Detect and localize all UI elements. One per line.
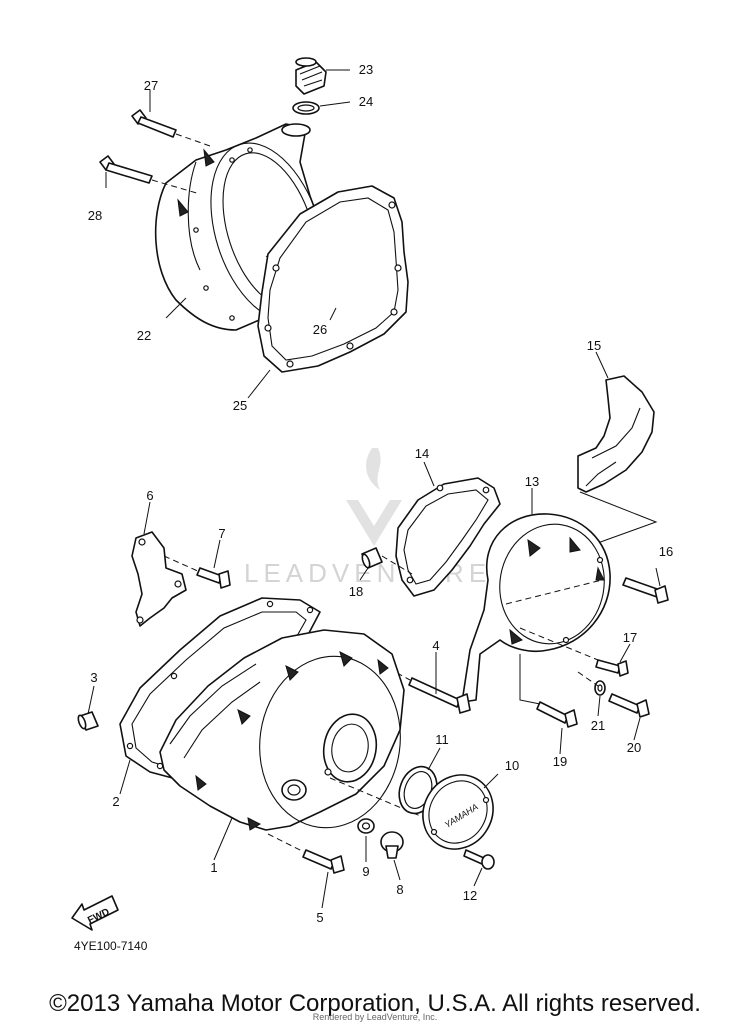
part-13-cover [461, 513, 611, 703]
callout-7: 7 [218, 526, 225, 541]
callout-18: 18 [349, 584, 363, 599]
copyright-notice: ©2013 Yamaha Motor Corporation, U.S.A. A… [49, 990, 701, 1017]
part-9-washer-hole [361, 822, 371, 830]
callout-27: 27 [144, 78, 158, 93]
callout-28: 28 [88, 208, 102, 223]
callout-4: 4 [432, 638, 439, 653]
part-20-bolt [608, 693, 650, 718]
part-24-o-ring-inner [297, 104, 315, 112]
part-25-gasket [257, 185, 409, 373]
part-15-cover [577, 375, 655, 493]
callout-24: 24 [359, 94, 373, 109]
callout-9: 9 [362, 864, 369, 879]
part-17-alignment-line [519, 627, 599, 661]
part-12-screw [463, 849, 495, 870]
callout-13: 13 [525, 474, 539, 489]
part-14-gasket [395, 477, 501, 597]
part-19-alignment-line [519, 654, 541, 705]
part-8-plug [380, 831, 404, 859]
callout-15: 15 [587, 338, 601, 353]
callout-17: 17 [623, 630, 637, 645]
callout-2: 2 [112, 794, 119, 809]
part-5-bolt [302, 849, 345, 874]
part-27-alignment-line [175, 133, 211, 147]
forward-direction-arrow-icon: FWD [71, 895, 119, 931]
part-21-washer-hole [597, 684, 603, 692]
watermark-v-icon [346, 500, 402, 546]
callout-14: 14 [415, 446, 429, 461]
part-16-alignment-line [505, 579, 603, 605]
callout-21: 21 [591, 718, 605, 733]
part-18-alignment-line [381, 555, 413, 575]
callout-10: 10 [505, 758, 519, 773]
part-17-bolt [595, 659, 629, 677]
part-10-cover-plate: YAMAHA [422, 774, 494, 850]
callout-20: 20 [627, 740, 641, 755]
part-28-bolt [99, 155, 153, 184]
callout-19: 19 [553, 754, 567, 769]
callout-5: 5 [316, 910, 323, 925]
part-21-alignment-line [577, 671, 599, 687]
callout-11: 11 [435, 732, 449, 747]
part-3-dowel-pin [77, 711, 99, 731]
part-28-alignment-line [151, 179, 201, 195]
part-5-alignment-line [267, 833, 305, 853]
part-23-oil-filler-cap [295, 57, 327, 95]
callout-16: 16 [659, 544, 673, 559]
callout-25: 25 [233, 398, 247, 413]
callout-6: 6 [146, 488, 153, 503]
callout-23: 23 [359, 62, 373, 77]
callout-26: 26 [313, 322, 327, 337]
part-7-alignment-line [163, 555, 201, 573]
callout-1: 1 [210, 860, 217, 875]
part-18-dowel-pin [361, 547, 383, 569]
part-27-bolt [131, 109, 177, 138]
callout-3: 3 [90, 670, 97, 685]
part-19-bolt [536, 701, 578, 728]
callout-12: 12 [463, 888, 477, 903]
part-1-crankcase-cover [159, 629, 405, 831]
part-7-bolt [196, 567, 231, 589]
watermark-flame-icon [366, 448, 381, 490]
callout-8: 8 [396, 882, 403, 897]
part-4-bolt [408, 677, 471, 714]
rendered-by-note: Rendered by LeadVenture, Inc. [312, 1012, 438, 1022]
part-16-bolt [622, 577, 669, 604]
part-callouts: 27 28 23 24 22 26 25 15 14 13 6 7 16 18 … [88, 62, 673, 925]
diagram-code: 4YE100-7140 [74, 939, 148, 953]
callout-22: 22 [137, 328, 151, 343]
callout-leader-lines [87, 69, 661, 909]
part-6-bracket [131, 531, 187, 627]
